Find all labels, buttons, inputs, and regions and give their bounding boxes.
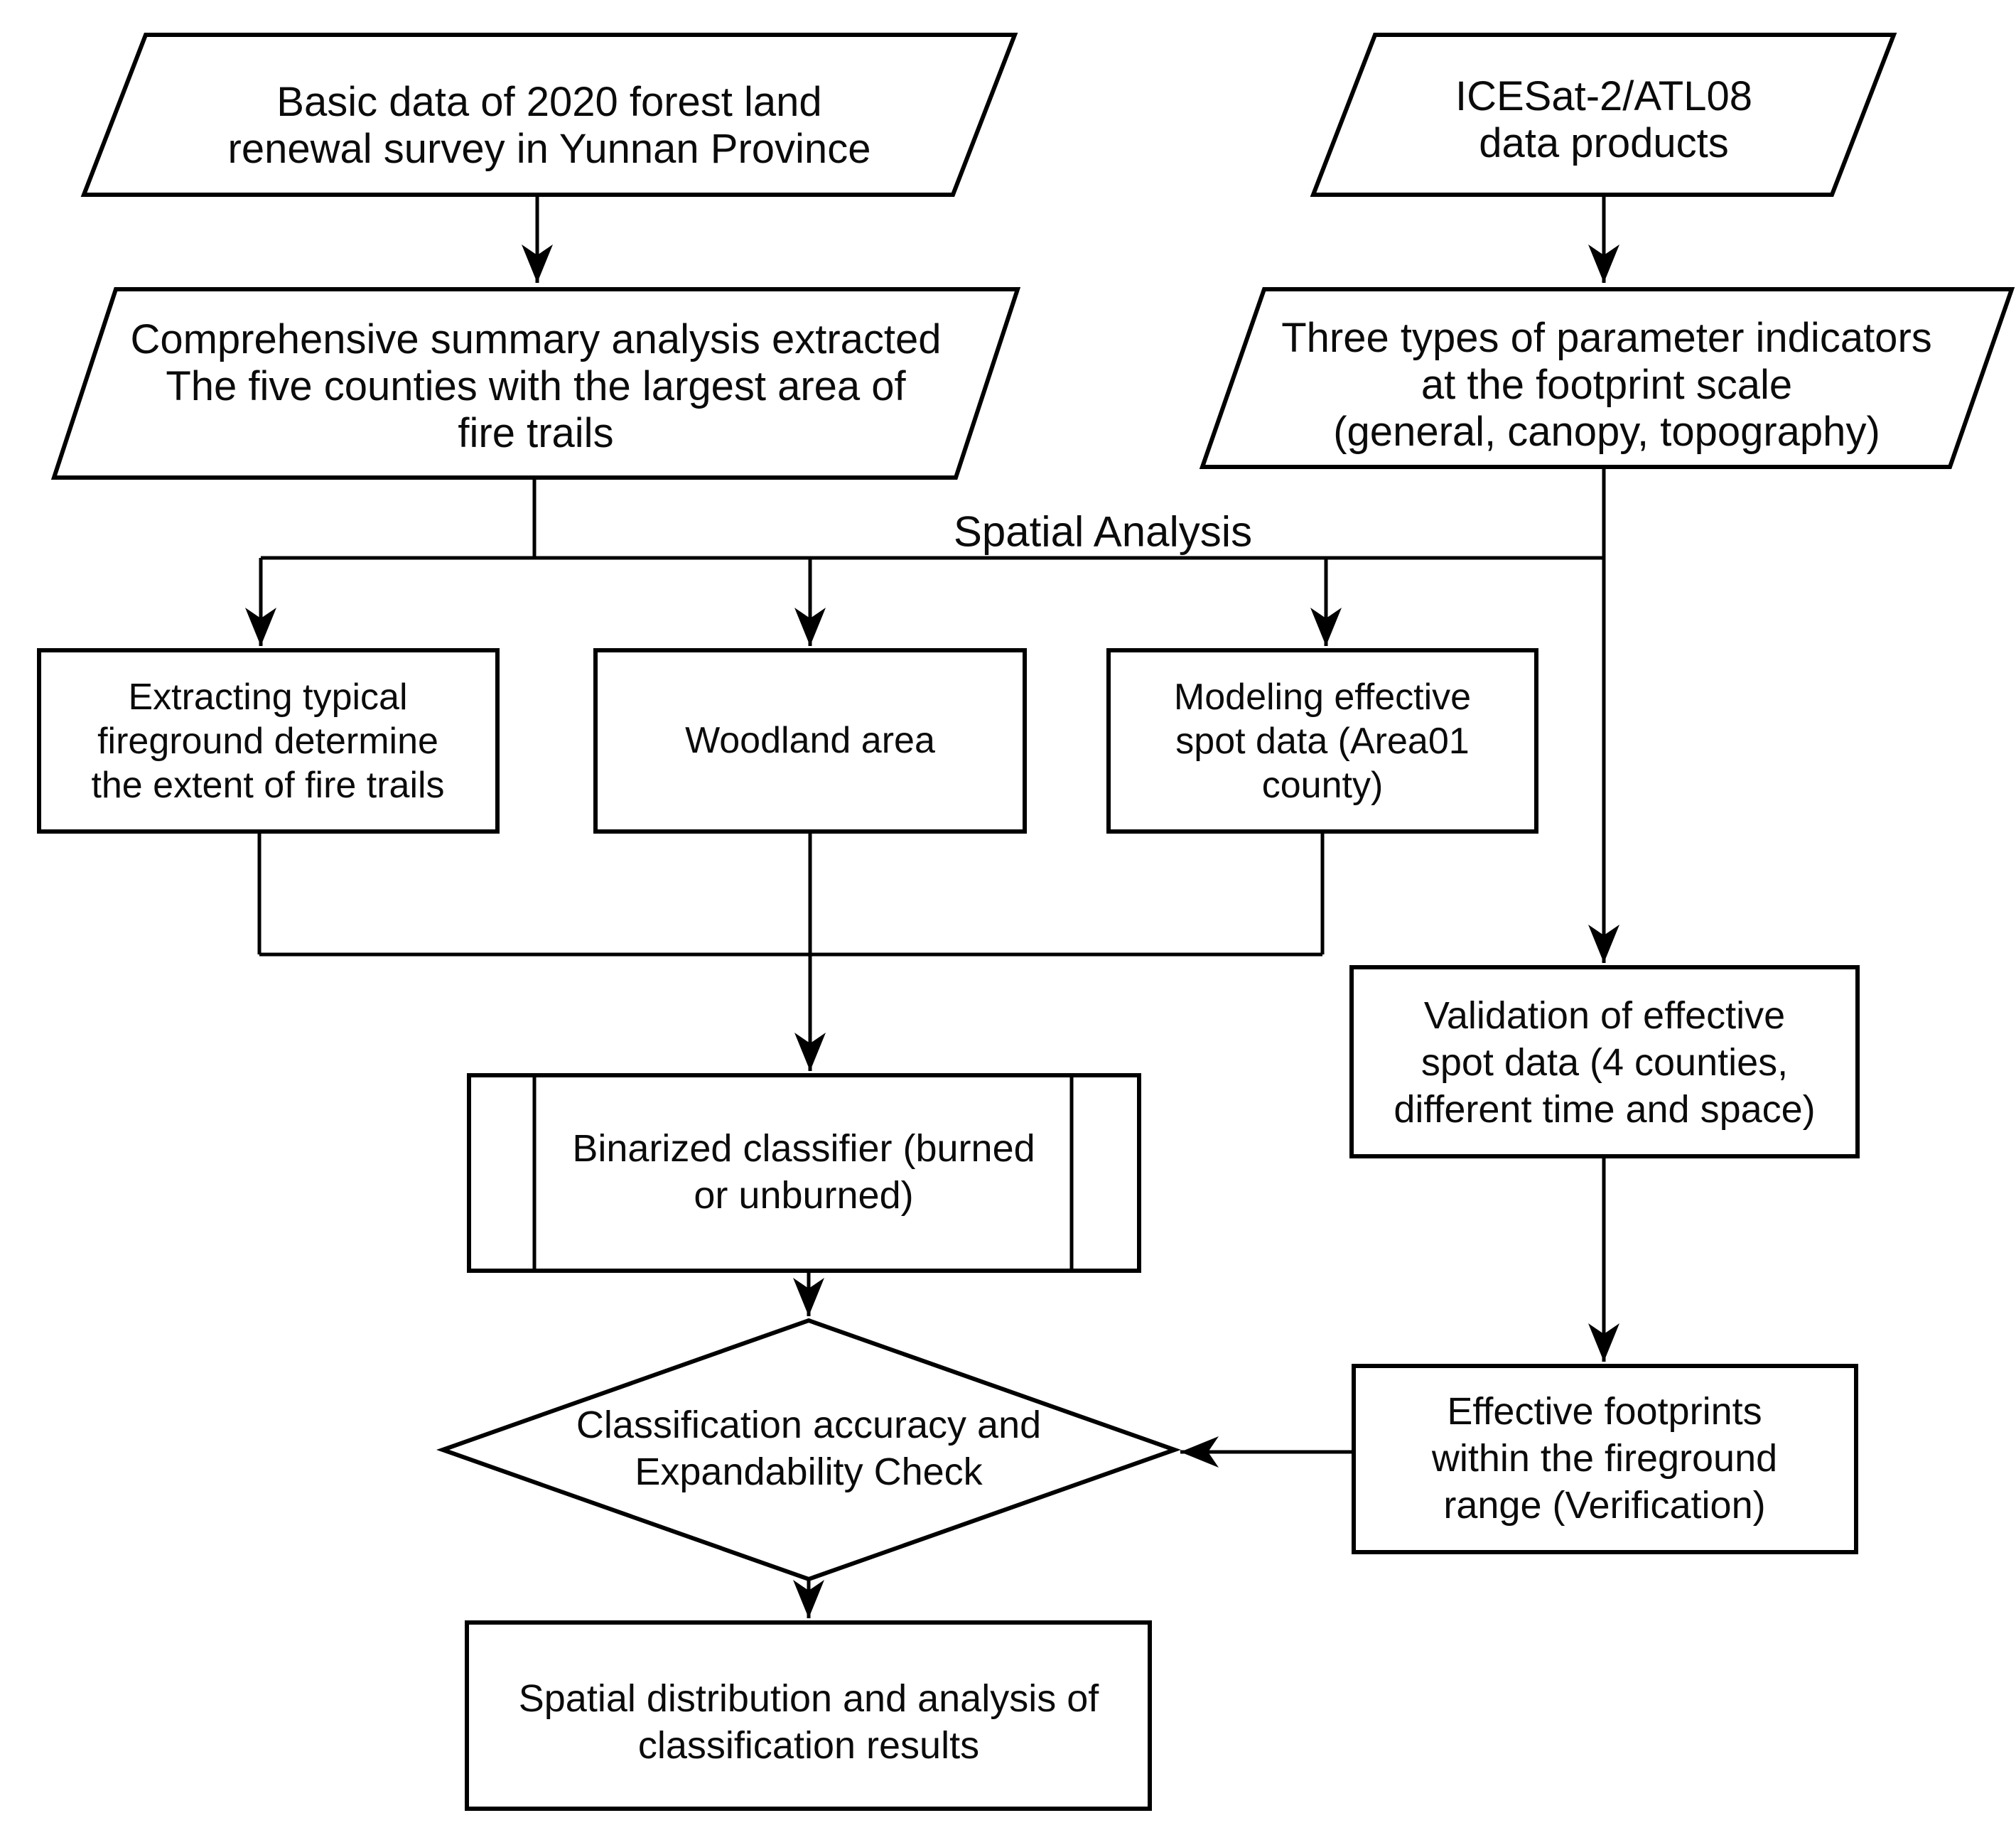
node-woodland-area	[593, 648, 1027, 834]
node-spatial-distribution	[465, 1620, 1152, 1811]
node-summary-analysis	[50, 287, 1021, 480]
edge-layer	[245, 195, 1619, 1618]
node-summary-analysis-label: Comprehensive summary analysis extracted…	[130, 316, 941, 456]
node-extracting-fireground	[37, 648, 500, 834]
node-woodland-area-label: Woodland area	[685, 720, 935, 761]
node-basic-data	[80, 33, 1018, 197]
spatial-analysis-label: Spatial Analysis	[954, 508, 1252, 556]
node-parameter-indicators	[1199, 287, 2015, 469]
node-effective-footprints	[1352, 1364, 1858, 1554]
node-icesat-data	[1310, 33, 1897, 197]
node-binarized-classifier	[467, 1073, 1141, 1273]
node-modeling-spot-data	[1106, 648, 1538, 834]
label-layer: Spatial Analysis	[954, 508, 1252, 556]
node-accuracy-check	[436, 1318, 1182, 1582]
node-validation-spot-data	[1349, 965, 1860, 1158]
